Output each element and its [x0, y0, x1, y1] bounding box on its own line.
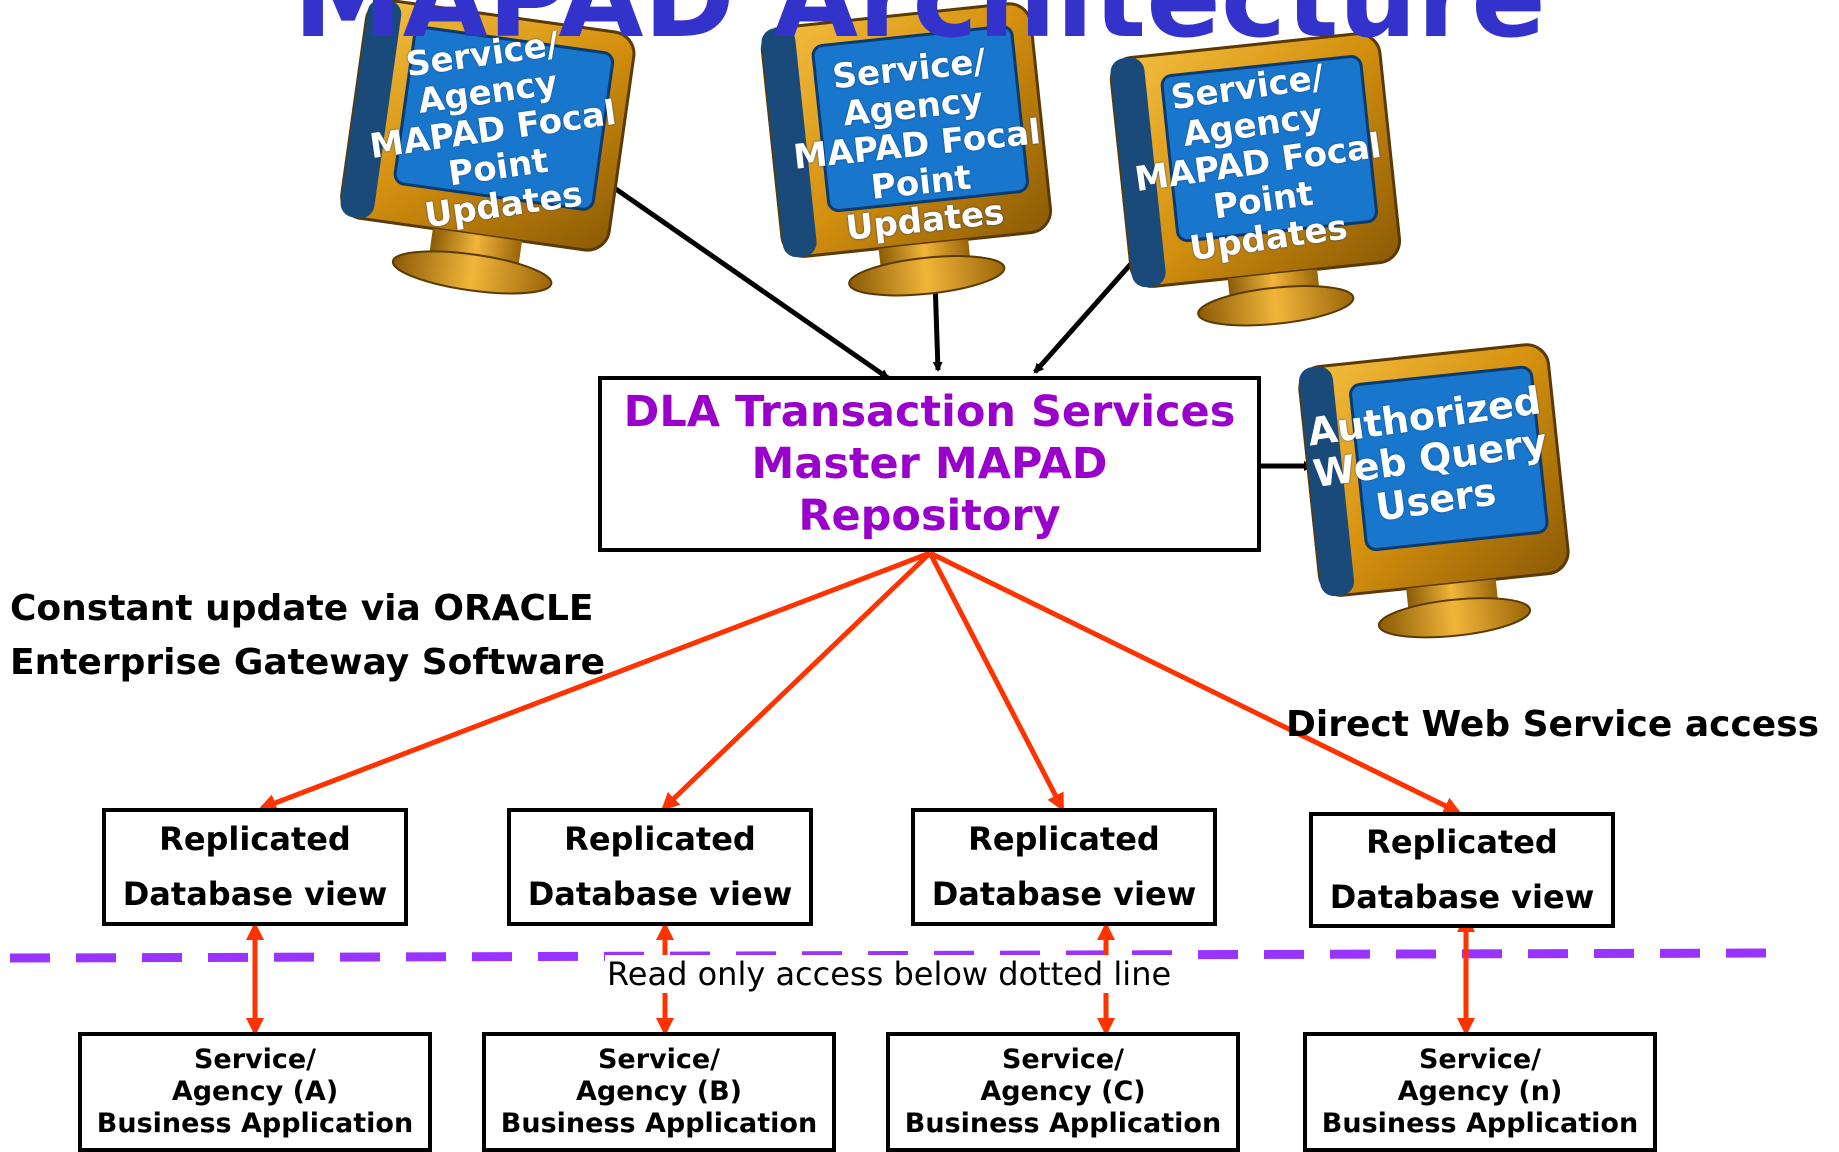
- replicated-line-2: Database view: [122, 875, 388, 913]
- direct-web-note: Direct Web Service access: [1286, 704, 1820, 745]
- replicated-line-2: Database view: [1329, 878, 1595, 916]
- app-line-2: Agency (n): [1397, 1076, 1563, 1107]
- monitor-icon-focal-1: [340, 0, 636, 295]
- app-line-3: Business Application: [500, 1108, 818, 1139]
- app-line-3: Business Application: [904, 1108, 1222, 1139]
- app-line-2: Agency (A): [171, 1076, 339, 1107]
- business-app-box: Service/ Agency (B) Business Application: [482, 1032, 836, 1152]
- app-line-2: Agency (B): [575, 1076, 743, 1107]
- arrow-replicate-1: [258, 550, 931, 812]
- focal-point-label-2: Service/ Agency MAPAD Focal Point Update…: [783, 37, 1051, 252]
- replicated-view-box: Replicated Database view: [911, 808, 1217, 926]
- monitor-icon-focal-2: [760, 2, 1053, 297]
- arrow-replicate-4: [928, 550, 1462, 815]
- app-line-1: Service/: [597, 1044, 721, 1075]
- monitor-icon-query-users: [1298, 343, 1570, 639]
- replicated-view-box: Replicated Database view: [1309, 812, 1615, 928]
- replicated-view-box: Replicated Database view: [102, 808, 408, 926]
- business-app-box: Service/ Agency (A) Business Application: [78, 1032, 432, 1152]
- focal-point-label-1: Service/ Agency MAPAD Focal Point Update…: [356, 19, 630, 242]
- business-app-box: Service/ Agency (C) Business Application: [886, 1032, 1240, 1152]
- replicated-line-2: Database view: [931, 875, 1197, 913]
- replicated-view-box: Replicated Database view: [507, 808, 813, 926]
- read-only-note: Read only access below dotted line: [605, 955, 1174, 993]
- oracle-note: Constant update via ORACLE Enterprise Ga…: [10, 582, 605, 690]
- master-line-3: Repository: [798, 491, 1061, 541]
- arrow-focal-3-to-master: [1033, 246, 1147, 374]
- master-line-2: Master MAPAD: [751, 439, 1108, 489]
- business-app-box: Service/ Agency (n) Business Application: [1303, 1032, 1657, 1152]
- replicated-line-1: Replicated: [968, 820, 1160, 858]
- app-line-2: Agency (C): [980, 1076, 1146, 1107]
- app-line-1: Service/: [1418, 1044, 1542, 1075]
- arrow-focal-2-to-master: [932, 279, 943, 372]
- replicated-line-2: Database view: [527, 875, 793, 913]
- replicated-line-1: Replicated: [1366, 823, 1558, 861]
- app-line-3: Business Application: [1321, 1108, 1639, 1139]
- app-line-1: Service/: [1001, 1044, 1125, 1075]
- oracle-note-line-1: Constant update via ORACLE: [10, 588, 594, 629]
- arrow-replicate-3: [927, 551, 1065, 812]
- app-line-3: Business Application: [96, 1108, 414, 1139]
- app-line-1: Service/: [193, 1044, 317, 1075]
- replicated-line-1: Replicated: [564, 820, 756, 858]
- master-repository-box: DLA Transaction Services Master MAPAD Re…: [598, 376, 1261, 552]
- master-line-1: DLA Transaction Services: [623, 387, 1236, 437]
- replicated-line-1: Replicated: [159, 820, 351, 858]
- oracle-note-line-2: Enterprise Gateway Software: [10, 642, 606, 683]
- arrow-focal-1-to-master: [598, 175, 890, 381]
- arrow-replicate-2: [661, 551, 932, 811]
- monitor-icon-focal-3: [1109, 32, 1402, 327]
- focal-point-label-3: Service/ Agency MAPAD Focal Point Update…: [1121, 52, 1395, 275]
- diagram-title: MAPAD Architecture: [0, 0, 1839, 62]
